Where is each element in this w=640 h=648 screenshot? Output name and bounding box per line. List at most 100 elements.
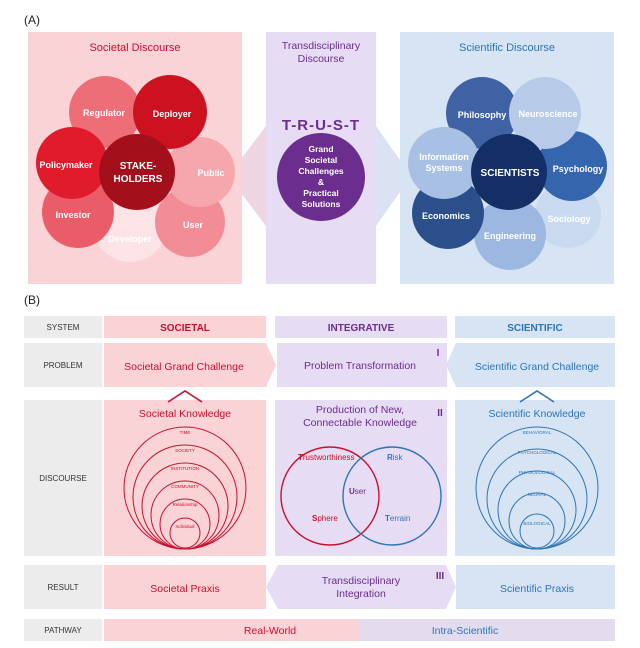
pathway-real-world: Real-World	[244, 625, 296, 637]
scientists-label: SCIENTISTS	[481, 168, 540, 179]
row-labels: SYSTEM PROBLEM DISCOURSE RESULT PATHWAY	[24, 316, 102, 641]
row-label-problem: PROBLEM	[43, 361, 82, 370]
connector-right	[376, 126, 400, 226]
connector-left-shade	[242, 126, 266, 226]
petal-label-information: Information	[419, 152, 469, 162]
petal-label-policymaker: Policymaker	[39, 160, 93, 170]
petal-label-sociology: Sociology	[547, 214, 590, 224]
system-societal-cell	[104, 316, 266, 338]
stakeholders-center	[99, 134, 175, 210]
system-scientific-cell	[455, 316, 615, 338]
problem-societal-arrow	[104, 343, 276, 387]
petal-label-neuroscience: Neuroscience	[518, 109, 577, 119]
venn-circle-left	[280, 446, 380, 546]
ring-neural	[508, 492, 566, 550]
system-integrative-label: INTEGRATIVE	[328, 323, 395, 334]
problem-societal-label: Societal Grand Challenge	[124, 361, 244, 373]
venn-risk: Risk	[387, 453, 404, 462]
roman-numeral-ii: II	[437, 408, 443, 419]
venn-trustworthiness: Trustworthiness	[298, 453, 354, 462]
scientific-caret	[519, 390, 555, 403]
petal-neuroscience	[509, 77, 581, 149]
venn-circle-right	[342, 446, 442, 546]
petal-information-systems	[408, 127, 480, 199]
scientist-flower: Philosophy Neuroscience Psychology Socio…	[408, 77, 607, 270]
grand-challenges-circle	[277, 133, 365, 221]
roman-numeral-iii: III	[436, 571, 445, 582]
petal-public	[165, 137, 235, 207]
petal-label-engineering: Engineering	[484, 231, 536, 241]
petal-label-regulator: Regulator	[83, 108, 126, 118]
petal-label-psychology: Psychology	[553, 164, 604, 174]
trust-acronym: T-R-U-S-T	[282, 117, 360, 134]
level-relationship: Relationship	[173, 502, 198, 507]
system-integrative-cell	[275, 316, 447, 338]
system-societal-label: SOCIETAL	[160, 323, 210, 334]
pathway-intra-scientific: Intra-Scientific	[432, 625, 499, 637]
petal-philosophy	[446, 77, 518, 149]
row-label-discourse: DISCOURSE	[39, 474, 87, 483]
societal-knowledge-title: Societal Knowledge	[139, 408, 231, 420]
row-label-pathway: PATHWAY	[44, 626, 82, 635]
grand-line-6: Solutions	[302, 199, 341, 209]
problem-scientific-arrow	[446, 343, 615, 387]
problem-integrative-label: Problem Transformation	[304, 360, 416, 372]
grand-line-1: Grand	[308, 144, 333, 154]
roman-numeral-i: I	[437, 348, 440, 359]
transdisciplinary-title-1: Transdisciplinary	[282, 40, 361, 52]
grand-line-3: Challenges	[298, 166, 344, 176]
result-integrative-arrow	[266, 565, 456, 609]
scientific-nested-circles	[475, 426, 599, 550]
row-label-bg-problem	[24, 343, 102, 387]
petal-label-systems: Systems	[425, 163, 462, 173]
result-societal-label: Societal Praxis	[150, 583, 219, 595]
row-label-system: SYSTEM	[47, 323, 80, 332]
result-integrative-label-1: Transdisciplinary	[322, 575, 401, 587]
petal-label-investor: Investor	[55, 210, 91, 220]
row-label-bg-pathway	[24, 619, 102, 641]
venn-sphere: Sphere	[312, 514, 338, 523]
venn-user: User	[349, 487, 366, 496]
level-neural: NEURAL	[528, 492, 547, 497]
discourse-societal-cell	[104, 400, 266, 556]
ring-individual	[169, 517, 201, 549]
stakeholders-label-1: STAKE-	[120, 161, 156, 172]
petal-label-public: Public	[197, 168, 224, 178]
discourse-integrative-cell	[275, 400, 447, 556]
level-community: COMMUNITY	[171, 484, 199, 489]
societal-discourse-title: Societal Discourse	[89, 42, 180, 54]
stakeholder-flower: Regulator Deployer Public User Developer…	[36, 75, 235, 262]
row-label-bg-result	[24, 565, 102, 609]
row-label-bg-system	[24, 316, 102, 338]
petal-label-developer: Developer	[108, 234, 152, 244]
system-scientific-label: SCIENTIFIC	[507, 323, 563, 334]
transdisciplinary-title-2: Discourse	[298, 53, 345, 65]
grand-line-5: Practical	[303, 188, 338, 198]
petal-regulator	[69, 76, 141, 148]
result-integrative-label-2: Integration	[336, 588, 386, 600]
integrative-knowledge-title-1: Production of New,	[316, 404, 404, 416]
scientists-center	[471, 134, 547, 210]
petal-label-user: User	[183, 220, 204, 230]
petal-label-philosophy: Philosophy	[458, 110, 507, 120]
result-societal-cell	[104, 565, 266, 609]
venn-terrain: Terrain	[385, 514, 410, 523]
societal-nested-circles	[123, 426, 247, 550]
row-label-bg-discourse	[24, 400, 102, 556]
problem-scientific-label: Scientific Grand Challenge	[475, 361, 599, 373]
level-individual: Individual	[175, 524, 194, 529]
ring-relationship	[159, 498, 211, 550]
level-psychological: PSYCHOLOGICAL	[518, 450, 557, 455]
discourse-scientific-cell	[455, 400, 615, 556]
panel-a-label: (A)	[24, 13, 40, 27]
scientific-knowledge-title: Scientific Knowledge	[489, 408, 586, 420]
result-scientific-cell	[456, 565, 615, 609]
grand-line-4: &	[318, 177, 324, 187]
level-society: SOCIETY	[175, 448, 195, 453]
scientific-discourse-title: Scientific Discourse	[459, 42, 555, 54]
panel-b-label: (B)	[24, 293, 40, 307]
level-behavioral: BEHAVIORAL	[523, 430, 552, 435]
petal-label-economics: Economics	[422, 211, 470, 221]
